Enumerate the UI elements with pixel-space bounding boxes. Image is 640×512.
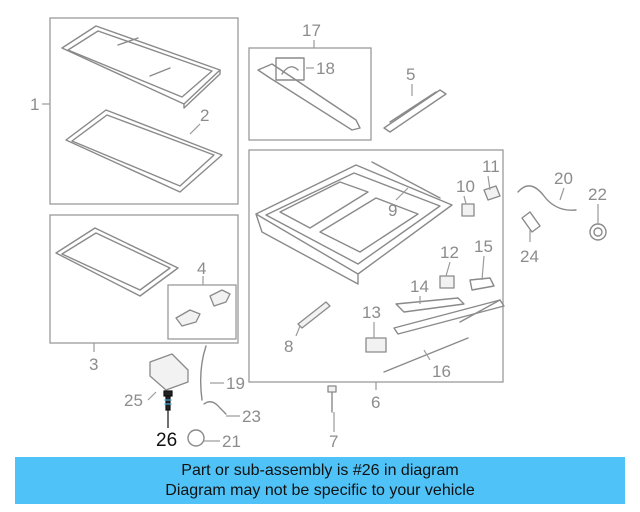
callout-4: 4 bbox=[197, 259, 206, 278]
callout-23: 23 bbox=[242, 407, 261, 426]
group-box-4 bbox=[167, 284, 237, 340]
drain-hose-part bbox=[517, 185, 577, 211]
callout-20: 20 bbox=[554, 169, 573, 188]
rail-strip-part bbox=[383, 89, 447, 133]
callout-7: 7 bbox=[329, 432, 338, 451]
info-banner: Part or sub-assembly is #26 in diagram D… bbox=[15, 457, 625, 504]
banner-line-1: Part or sub-assembly is #26 in diagram bbox=[181, 462, 459, 479]
bracket-part-25 bbox=[149, 353, 189, 391]
highlighted-screw-part-26[interactable] bbox=[163, 390, 173, 428]
hose-part-19 bbox=[199, 345, 207, 401]
banner-line-2: Diagram may not be specific to your vehi… bbox=[165, 482, 475, 499]
callout-21: 21 bbox=[222, 432, 241, 451]
callout-26-highlighted[interactable]: 26 bbox=[156, 430, 177, 451]
callout-18: 18 bbox=[316, 59, 335, 78]
clip-part-23 bbox=[203, 401, 227, 415]
callout-24: 24 bbox=[520, 247, 539, 266]
callout-25: 25 bbox=[124, 391, 143, 410]
callout-15: 15 bbox=[474, 237, 493, 256]
bracket-part-11 bbox=[483, 185, 501, 201]
callout-6: 6 bbox=[371, 393, 380, 412]
callout-9: 9 bbox=[388, 201, 397, 220]
clip-part-24 bbox=[521, 211, 541, 233]
callout-8: 8 bbox=[284, 337, 293, 356]
callout-14: 14 bbox=[410, 277, 429, 296]
sunroof-frame-part bbox=[255, 161, 453, 285]
drive-cable-part bbox=[393, 277, 505, 335]
parts-diagram: 1 2 3 4 5 6 7 8 9 10 11 12 13 14 15 16 1… bbox=[30, 17, 607, 451]
group-box-17 bbox=[248, 47, 372, 141]
callout-12: 12 bbox=[440, 243, 459, 262]
bracket-part-12 bbox=[439, 275, 455, 289]
callout-2: 2 bbox=[200, 106, 209, 125]
grommet-part bbox=[589, 223, 607, 241]
clip-parts bbox=[175, 289, 231, 327]
guide-rod-part bbox=[383, 337, 469, 373]
callout-22: 22 bbox=[588, 185, 607, 204]
sunshade-part bbox=[55, 227, 179, 297]
callout-1: 1 bbox=[30, 95, 39, 114]
callout-11: 11 bbox=[482, 157, 500, 176]
callout-10: 10 bbox=[456, 177, 475, 196]
strip-part-8 bbox=[297, 301, 331, 329]
callout-16: 16 bbox=[432, 362, 451, 381]
screw-part-7 bbox=[327, 385, 337, 413]
group-box-3 bbox=[49, 214, 239, 344]
callout-3: 3 bbox=[89, 355, 98, 374]
glass-seal-part bbox=[65, 109, 223, 193]
callout-13: 13 bbox=[362, 303, 381, 322]
grommet-part-21 bbox=[187, 429, 205, 447]
bracket-part-10 bbox=[461, 203, 475, 217]
callout-5: 5 bbox=[406, 65, 415, 84]
motor-part-13 bbox=[365, 337, 387, 353]
callout-17: 17 bbox=[302, 21, 321, 40]
callout-19: 19 bbox=[226, 374, 245, 393]
wind-deflector-part bbox=[257, 57, 361, 131]
group-box-1 bbox=[49, 17, 239, 205]
glass-panel-part bbox=[61, 25, 221, 109]
